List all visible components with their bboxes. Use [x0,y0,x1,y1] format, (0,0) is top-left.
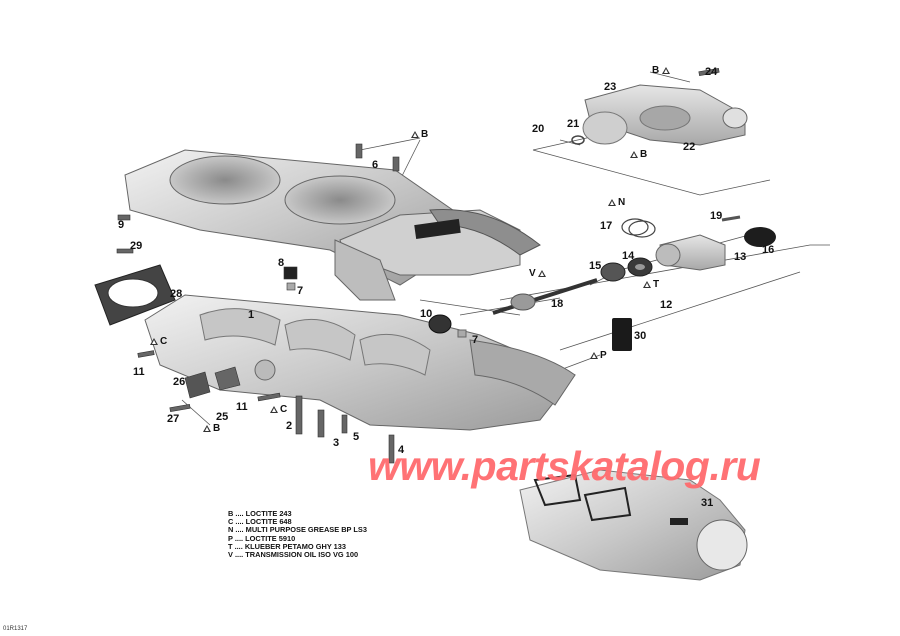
callout-30[interactable]: 30 [634,330,647,342]
callout-15[interactable]: 15 [589,260,602,272]
legend-row-c: C .... LOCTITE 648 [228,517,292,527]
callout-31[interactable]: 31 [701,497,714,509]
callout-2[interactable]: 2 [286,420,293,432]
callout-18[interactable]: 18 [551,298,564,310]
callout-5[interactable]: 5 [353,431,360,443]
tag-v: V [529,269,548,279]
callout-10[interactable]: 10 [420,308,433,320]
warning-triangle-icon [538,270,547,277]
upper-crankcase [124,149,541,301]
tag-b-top: B [411,130,428,140]
tag-c-left: C [150,337,167,347]
callout-19[interactable]: 19 [710,210,723,222]
warning-triangle-icon [411,131,419,138]
callout-3[interactable]: 3 [333,437,340,449]
warning-triangle-icon [630,151,638,158]
callout-27[interactable]: 27 [167,413,180,425]
callout-16[interactable]: 16 [762,244,775,256]
legend-row-v: V .... TRANSMISSION OIL ISO VG 100 [228,550,359,560]
warning-triangle-icon [662,67,671,74]
warning-triangle-icon [150,338,158,345]
legend: B .... LOCTITE 243 C .... LOCTITE 648 N … [228,509,367,560]
callout-20[interactable]: 20 [532,123,545,135]
callout-23[interactable]: 23 [604,81,617,93]
callout-9[interactable]: 9 [118,219,125,231]
legend-row-t: T .... KLUEBER PETAMO GHY 133 [228,541,346,551]
water-pump-housing [571,84,748,146]
reference-engine [519,469,748,581]
pto-parts [428,215,776,351]
callout-6[interactable]: 6 [372,159,379,171]
legend-row-p: P .... LOCTITE 5910 [228,533,296,543]
tag-b-lower: B [203,424,220,434]
callout-8[interactable]: 8 [278,257,285,269]
warning-triangle-icon [590,352,598,359]
callout-29[interactable]: 29 [130,240,143,252]
callout-7b[interactable]: 7 [472,334,479,346]
callout-11a[interactable]: 11 [133,366,145,378]
callout-1[interactable]: 1 [248,309,255,321]
warning-triangle-icon [203,425,211,432]
callout-28[interactable]: 28 [170,288,183,300]
callout-21[interactable]: 21 [567,118,580,130]
tag-p: P [590,351,607,361]
tag-c-lower: C [270,405,287,415]
callout-4[interactable]: 4 [398,444,405,456]
legend-row-n: N .... MULTI PURPOSE GREASE BP LS3 [228,525,367,535]
hardware [116,67,720,464]
warning-triangle-icon [643,281,651,288]
lower-crankcase [144,294,576,431]
legend-row-b: B .... LOCTITE 243 [228,509,292,518]
warning-triangle-icon [270,406,278,413]
callout-12[interactable]: 12 [660,299,673,311]
tag-b-impeller: B [630,150,647,160]
watermark: www.partskatalog.ru [368,443,761,489]
callout-14[interactable]: 14 [622,250,635,262]
callout-7a[interactable]: 7 [297,285,304,297]
warning-triangle-icon [608,199,616,206]
callout-24[interactable]: 24 [705,66,718,78]
seal-plate [94,264,176,326]
figure-id: 01R1317 [3,626,28,632]
callout-11b[interactable]: 11 [236,401,248,413]
tag-b-pump-screw: B [652,66,672,76]
callout-22[interactable]: 22 [683,141,696,153]
callout-25[interactable]: 25 [216,411,229,423]
callout-13[interactable]: 13 [734,251,747,263]
callout-17[interactable]: 17 [600,220,613,232]
tag-n: N [608,198,625,208]
callout-26[interactable]: 26 [173,376,186,388]
tag-t: T [643,280,659,290]
